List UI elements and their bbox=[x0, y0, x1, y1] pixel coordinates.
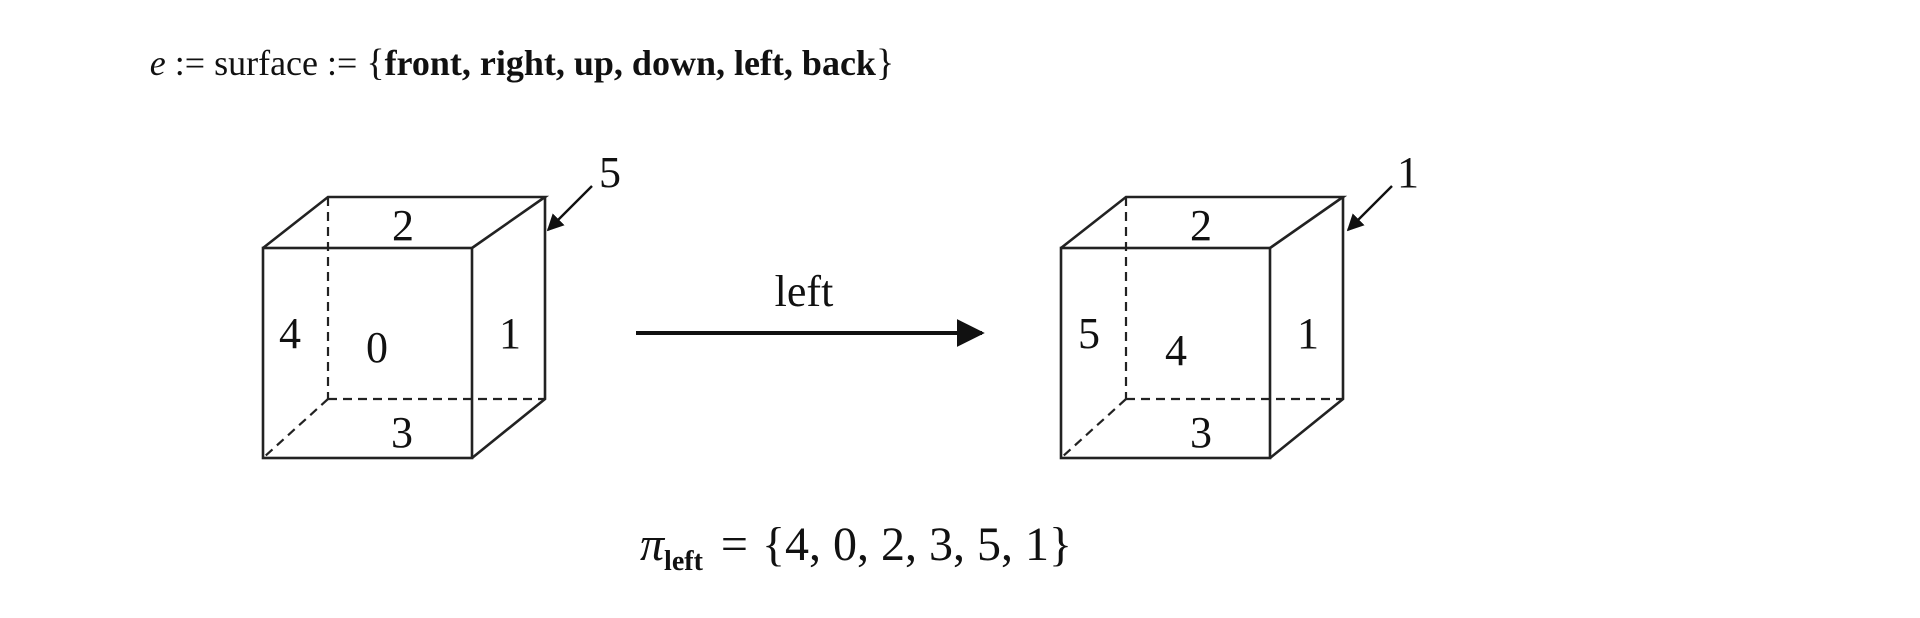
permutation-symbol: π bbox=[640, 518, 666, 571]
face-label-down: 3 bbox=[391, 408, 413, 457]
face-label-up: 2 bbox=[392, 201, 414, 250]
definition-assign-1: := bbox=[166, 43, 214, 83]
face-label-back: 5 bbox=[599, 148, 621, 197]
face-label-right: 1 bbox=[1297, 309, 1319, 358]
definition-items: front, right, up, down, left, back bbox=[385, 43, 876, 83]
permutation-equals: = bbox=[721, 518, 748, 571]
cube-after: 2 5 4 1 3 1 bbox=[1059, 148, 1419, 460]
hidden-edge bbox=[262, 398, 329, 459]
transition-label: left bbox=[775, 267, 834, 316]
definition-open-brace: { bbox=[366, 42, 384, 84]
top-face-edge bbox=[262, 195, 550, 250]
cube-before: 2 4 0 1 3 5 bbox=[261, 148, 621, 460]
front-face-edge bbox=[261, 246, 474, 460]
permutation-close-brace: } bbox=[1049, 518, 1072, 571]
face-label-down: 3 bbox=[1190, 408, 1212, 457]
surface-definition: e := surface := {front, right, up, down,… bbox=[150, 42, 894, 84]
definition-close-brace: } bbox=[876, 42, 894, 84]
transition: left bbox=[636, 267, 985, 347]
right-face-edge bbox=[471, 197, 547, 460]
face-label-right: 1 bbox=[499, 309, 521, 358]
permutation-open-brace: { bbox=[762, 518, 785, 571]
front-face-edge bbox=[1059, 246, 1272, 460]
face-label-front: 4 bbox=[1165, 326, 1187, 375]
permutation-values: 4, 0, 2, 3, 5, 1 bbox=[785, 518, 1049, 571]
face-label-front: 0 bbox=[366, 323, 388, 372]
face-label-up: 2 bbox=[1190, 201, 1212, 250]
back-face-pointer-arrow bbox=[546, 185, 593, 232]
permutation-subscript: left bbox=[664, 546, 704, 577]
top-face-edge bbox=[1060, 195, 1348, 250]
definition-assign-2: := bbox=[318, 43, 366, 83]
right-face-edge bbox=[1269, 197, 1345, 460]
back-face-pointer-arrow bbox=[1346, 185, 1393, 232]
definition-variable: e bbox=[150, 43, 166, 83]
definition-word: surface bbox=[214, 43, 318, 83]
face-label-left: 4 bbox=[279, 309, 301, 358]
permutation-formula: πleft = {4, 0, 2, 3, 5, 1} bbox=[640, 518, 1072, 577]
face-label-back: 1 bbox=[1397, 148, 1419, 197]
face-label-left: 5 bbox=[1078, 309, 1100, 358]
hidden-edge bbox=[1060, 398, 1127, 459]
